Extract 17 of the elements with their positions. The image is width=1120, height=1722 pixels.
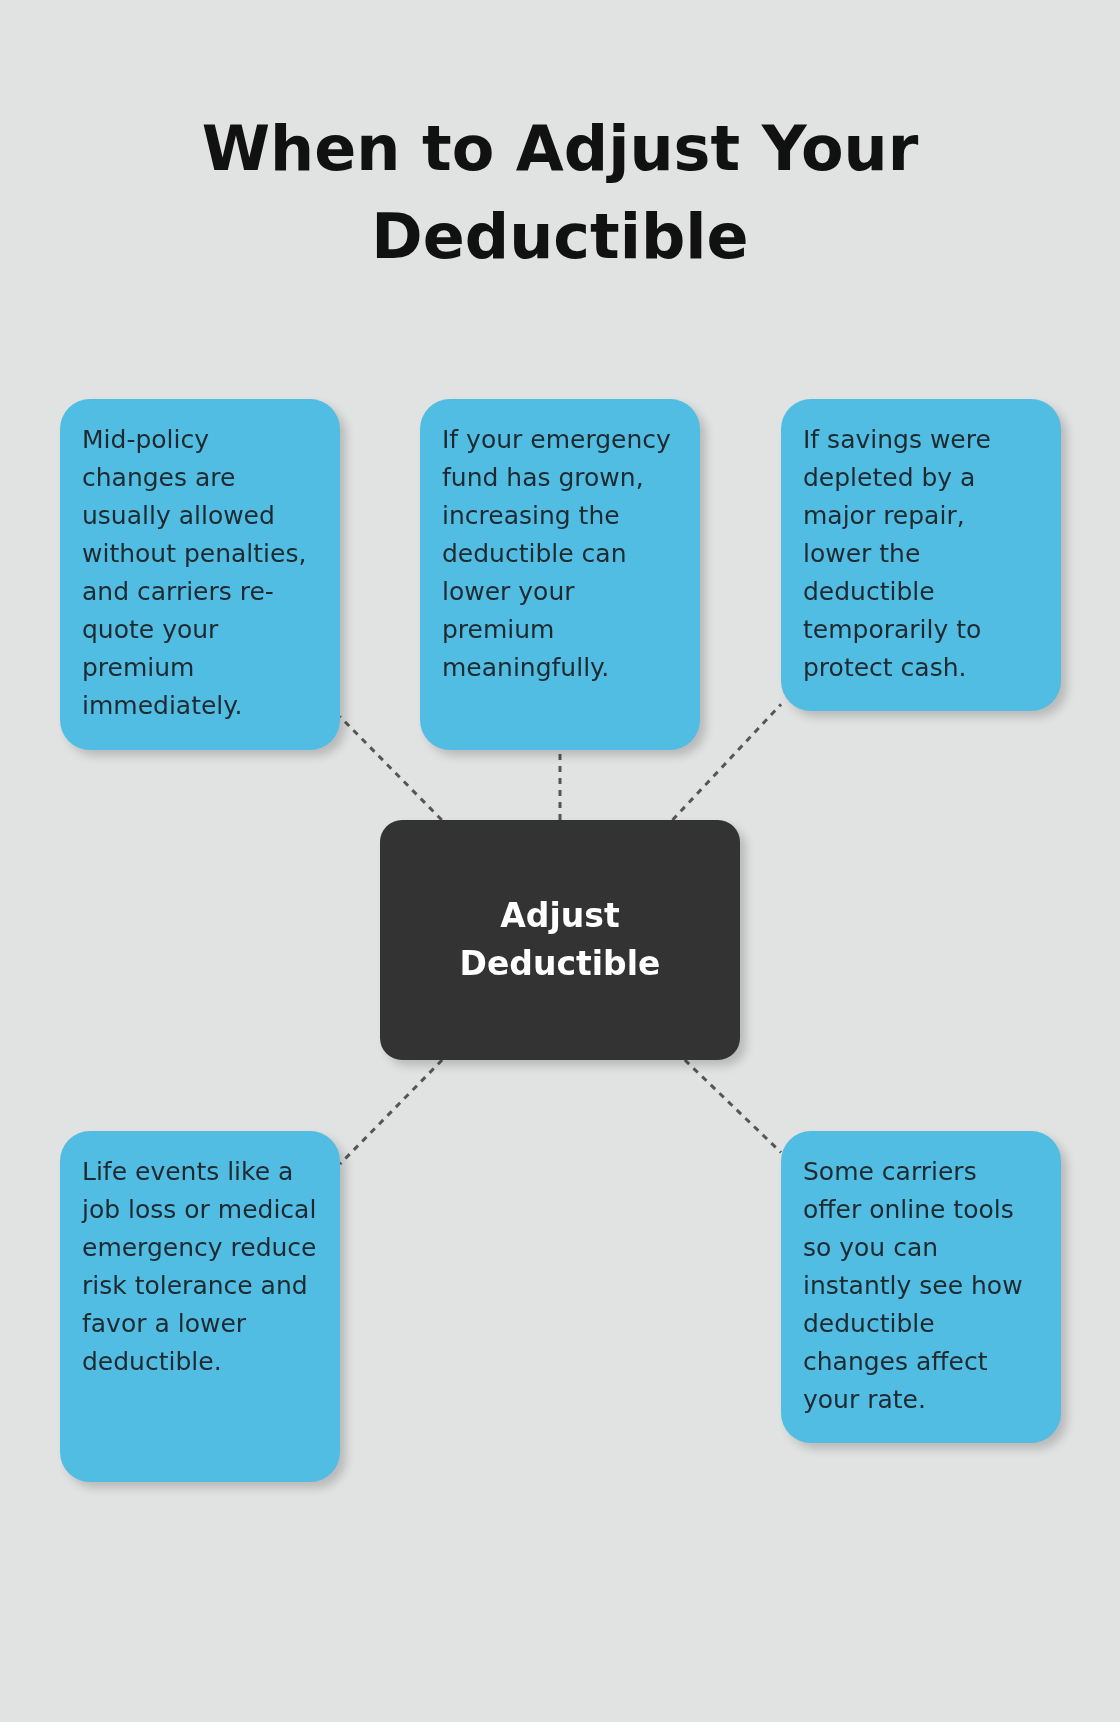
tip-text: Some carriers offer online tools so you can instantly see how deductible changes affect your rate. [803,1157,1023,1414]
central-topic-box [380,820,740,1060]
tip-text: If your emergency fund has grown, increasing the deductible can lower your premium meaningfully. [442,425,671,682]
tip-box [60,399,340,750]
tip-text: If savings were depleted by a major repair, lower the deductible temporarily to protect cash. [803,425,991,682]
tip-box [60,1131,340,1482]
tip-box [781,1131,1061,1443]
topic-text: Adjust Deductible [458,895,662,985]
tip-text: Mid-policy changes are usually allowed without penalties, and carriers re-quote your premium immediately. [82,425,307,720]
tip-text: Life events like a job loss or medical emergency reduce risk tolerance and favor a lower deductible. [82,1157,317,1376]
title: When to Adjust Your Deductible [200,111,920,275]
connector-line [671,703,783,822]
connector-line [338,1058,444,1166]
connector-line [338,715,443,822]
connector-line [683,1058,783,1154]
tip-box [781,399,1061,711]
tip-box [420,399,700,750]
